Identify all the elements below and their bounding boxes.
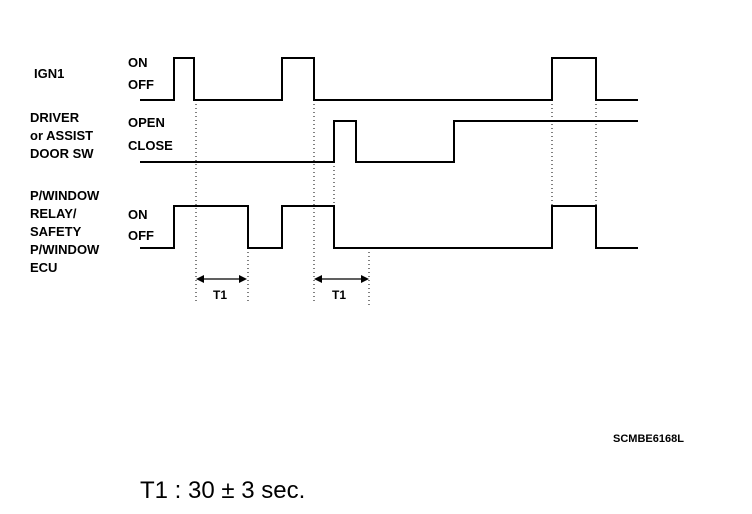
timer-label: T1 bbox=[213, 288, 227, 302]
relay-label-line: P/WINDOW bbox=[30, 188, 100, 203]
relay-label-line: SAFETY bbox=[30, 224, 82, 239]
ign1-waveform bbox=[140, 57, 638, 101]
timer-arrow-head-left bbox=[314, 275, 322, 283]
relay-label-line: ECU bbox=[30, 260, 57, 275]
timer-arrow-1: T1 bbox=[196, 275, 247, 302]
figure-code: SCMBE6168L bbox=[613, 433, 684, 445]
timer-arrow-2: T1 bbox=[314, 275, 369, 302]
relay-low-state: OFF bbox=[128, 228, 154, 243]
ign1-low-state: OFF bbox=[128, 77, 154, 92]
timer-formula: T1 : 30 ± 3 sec. bbox=[140, 477, 305, 504]
relay-waveform bbox=[140, 205, 638, 249]
door-high-state: OPEN bbox=[128, 115, 165, 130]
relay-high-state: ON bbox=[128, 207, 148, 222]
timer-arrow-head-right bbox=[361, 275, 369, 283]
door-switch-label: DRIVER or ASSIST DOOR SW bbox=[30, 110, 94, 161]
door-low-state: CLOSE bbox=[128, 138, 173, 153]
timer-arrow-head-right bbox=[239, 275, 247, 283]
door-switch-label-line: or ASSIST bbox=[30, 128, 93, 143]
relay-label-line: P/WINDOW bbox=[30, 242, 100, 257]
ign1-label: IGN1 bbox=[34, 66, 64, 81]
door-switch-label-line: DRIVER bbox=[30, 110, 80, 125]
door-switch-label-line: DOOR SW bbox=[30, 146, 94, 161]
ign1-high-state: ON bbox=[128, 55, 148, 70]
timer-label: T1 bbox=[332, 288, 346, 302]
relay-label: P/WINDOW RELAY/ SAFETY P/WINDOW ECU bbox=[30, 188, 100, 275]
relay-label-line: RELAY/ bbox=[30, 206, 77, 221]
timer-arrow-head-left bbox=[196, 275, 204, 283]
door-switch-waveform bbox=[140, 120, 638, 163]
